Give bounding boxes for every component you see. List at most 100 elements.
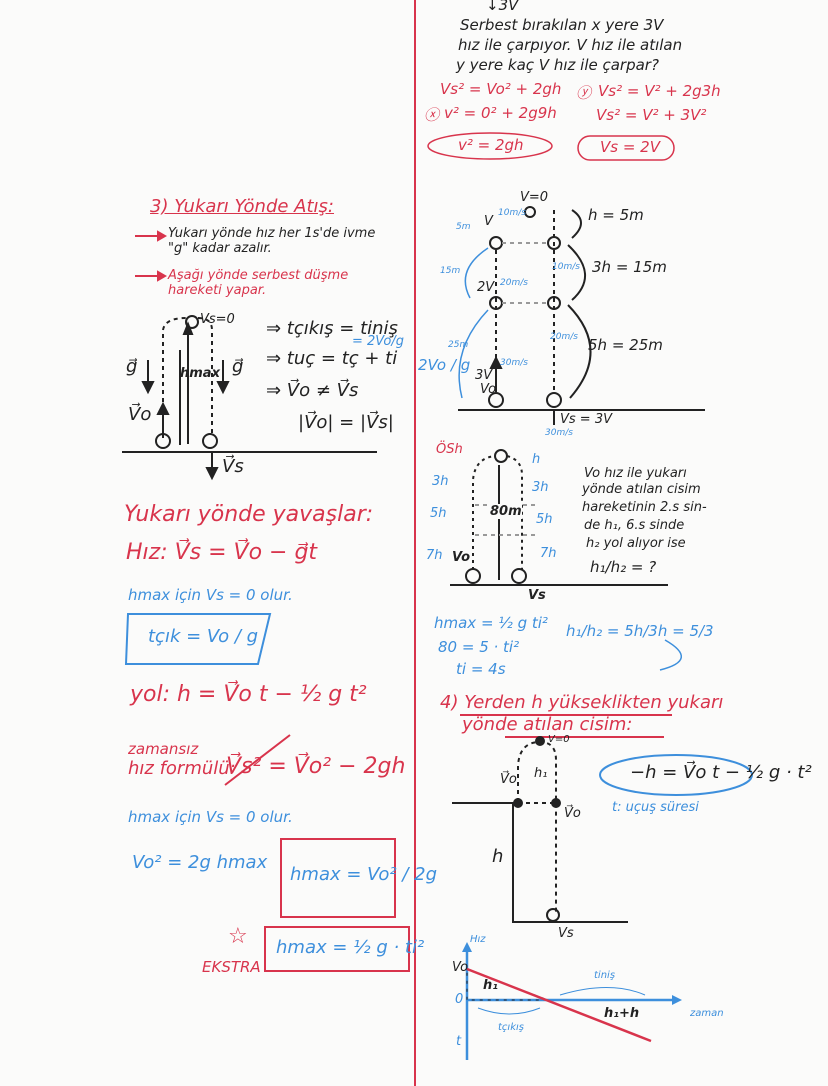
blue-curve bbox=[458, 309, 489, 399]
3v-label: 3V bbox=[475, 368, 493, 383]
section4-title: yönde atılan cisim: bbox=[462, 714, 633, 735]
section3-title: 3) Yukarı Yönde Atış: bbox=[150, 196, 334, 217]
example-text: hareketinin 2.s sin- bbox=[582, 500, 707, 515]
example-work: ti = 4s bbox=[456, 660, 506, 678]
v-label: V bbox=[484, 214, 493, 229]
bullet-2: Aşağı yönde serbest düşme hareketi yapar… bbox=[168, 268, 349, 298]
timeless-label: zamansız bbox=[128, 740, 199, 758]
timeless-label: hız formülü: bbox=[128, 758, 236, 779]
top-label: V=0 bbox=[520, 190, 549, 205]
section4-title: 4) Yerden h yükseklikten yukarı bbox=[440, 692, 724, 713]
example-right-label: 5h bbox=[536, 512, 553, 527]
path-formula: yol: h = V⃗o t − ½ g t² bbox=[130, 682, 367, 707]
example-work: hmax = ½ g ti² bbox=[434, 614, 548, 632]
hmax-box: hmax = Vo² / 2g bbox=[280, 838, 437, 918]
slowing-title: Yukarı yönde yavaşlar: bbox=[124, 502, 374, 527]
speed-label: 10m/s bbox=[498, 208, 526, 218]
5h-label: 5h = 25m bbox=[588, 336, 663, 354]
x-work: Vs² = Vo² + 2gh bbox=[440, 80, 562, 98]
graph-h1h-label: h₁+h bbox=[604, 1006, 640, 1021]
v0-down-label: V⃗o bbox=[564, 806, 581, 821]
graph-v0-label: Vo bbox=[452, 960, 469, 975]
graph-tcikis-label: tçıkış bbox=[498, 1022, 524, 1033]
star-icon: ☆ bbox=[228, 924, 248, 949]
example-diagram bbox=[450, 449, 668, 586]
fact: ⇒ tuç = tç + ti bbox=[266, 348, 398, 369]
graph-zero-label: 0 bbox=[455, 992, 464, 1007]
example-work: 80 = 5 · ti² bbox=[438, 638, 520, 656]
example-right-label: h bbox=[532, 452, 541, 467]
extra-formula: hmax = ½ g · ti² bbox=[276, 937, 425, 958]
graph-neg-label: t bbox=[456, 1034, 462, 1049]
t-box-frame bbox=[124, 613, 272, 665]
g-right: g⃗ bbox=[232, 356, 244, 377]
top-mark: ↓3V bbox=[486, 0, 519, 14]
g-left: g⃗ bbox=[126, 356, 138, 377]
example-right-label: 7h bbox=[540, 546, 557, 561]
example-left-label: 7h bbox=[426, 548, 443, 563]
speed-label: 20m/s bbox=[500, 278, 528, 288]
distance-label: 25m bbox=[448, 340, 469, 350]
graph-h1-label: h₁ bbox=[483, 978, 498, 993]
bottom-speed: 30m/s bbox=[545, 428, 573, 438]
formula-ellipse bbox=[599, 754, 753, 796]
hmax-label: hmax bbox=[180, 366, 220, 381]
y-work: Vs² = V² + 3V² bbox=[596, 106, 707, 124]
x-result: v² = 2gh bbox=[458, 136, 524, 154]
graph-x-axis-label: zaman bbox=[690, 1008, 724, 1019]
vs-label: Vs bbox=[528, 588, 546, 603]
upward-throw-diagram bbox=[122, 315, 377, 481]
section4-note: t: uçuş süresi bbox=[612, 800, 699, 815]
x-work: v² = 0² + 2g9h bbox=[444, 104, 557, 122]
tuc-formula: = 2Vo/g bbox=[352, 334, 405, 349]
fact: |V⃗o| = |V⃗s| bbox=[298, 412, 394, 433]
velocity-line bbox=[466, 967, 652, 1043]
tuc-fraction: 2Vo / g bbox=[418, 356, 471, 374]
vs-label: Vs = 3V bbox=[560, 412, 612, 427]
example-right-label: 3h bbox=[532, 480, 549, 495]
example-question: h₁/h₂ = ? bbox=[590, 558, 657, 576]
top-label: V=0 bbox=[548, 734, 570, 745]
question-line: hız ile çarpıyor. V hız ile atılan bbox=[458, 36, 683, 54]
bullet-1: Yukarı yönde hız her 1s'de ivme "g" kada… bbox=[168, 226, 376, 256]
v0-label: V⃗o bbox=[500, 772, 517, 787]
cliff-diagram bbox=[452, 736, 628, 923]
example-text: yönde atılan cisim bbox=[582, 482, 701, 497]
t-box: tçık = Vo / g bbox=[148, 626, 259, 647]
h-label: h bbox=[492, 846, 504, 867]
x-label: ⓧ bbox=[424, 106, 440, 124]
v0-label: Vo bbox=[452, 550, 471, 565]
result-box-y bbox=[577, 135, 675, 161]
example-text: h₂ yol alıyor ise bbox=[586, 536, 686, 551]
question-line: Serbest bırakılan x yere 3V bbox=[460, 16, 664, 34]
section4-formula: −h = V⃗o t − ½ g · t² bbox=[630, 762, 812, 783]
speed-label: 10m/s bbox=[552, 262, 580, 272]
example-ratio: h₁/h₂ = 5h/3h = 5/3 bbox=[566, 622, 714, 640]
symmetric-speed-diagram bbox=[458, 206, 705, 425]
height-label: 80m bbox=[490, 504, 522, 519]
fact: ⇒ V⃗o ≠ V⃗s bbox=[266, 380, 359, 401]
timeless-formula: V⃗s² = V⃗o² − 2gh bbox=[226, 754, 406, 779]
distance-label: 15m bbox=[440, 266, 461, 276]
blue-curve bbox=[464, 247, 489, 299]
velocity-time-graph bbox=[462, 942, 682, 1060]
vs-label: V⃗s bbox=[222, 456, 244, 477]
h-label: h = 5m bbox=[588, 206, 644, 224]
speed-label: 20m/s bbox=[550, 332, 578, 342]
hmax-formula: hmax = Vo² / 2g bbox=[290, 864, 438, 885]
speed-formula: Hız: V⃗s = V⃗o − g⃗t bbox=[126, 540, 318, 565]
distance-label: 5m bbox=[456, 222, 471, 232]
y-result: Vs = 2V bbox=[600, 138, 660, 156]
v0-label: Vo bbox=[480, 382, 497, 397]
question-line: y yere kaç V hız ile çarpar? bbox=[456, 56, 659, 74]
fact: ⇒ tçıkış = tiniş bbox=[266, 318, 398, 339]
example-text: Vo hız ile yukarı bbox=[584, 466, 687, 481]
hmax-note-2: hmax için Vs = 0 olur. bbox=[128, 808, 293, 826]
v0-label: V⃗o bbox=[128, 404, 152, 425]
2v-label: 2V bbox=[477, 280, 495, 295]
example-left-label: 3h bbox=[432, 474, 449, 489]
y-label: ⓨ bbox=[576, 84, 592, 102]
top-label: Vs=0 bbox=[200, 312, 235, 327]
example-left-label: 5h bbox=[430, 506, 447, 521]
